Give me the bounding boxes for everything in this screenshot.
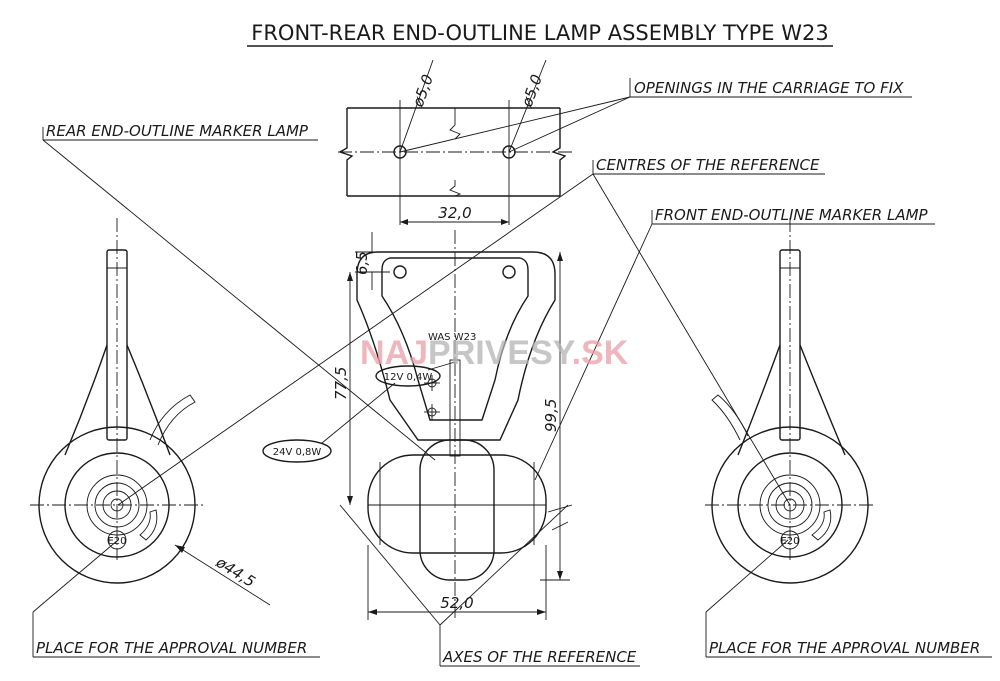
- bracket-marking: WAS W23: [428, 332, 476, 343]
- label-axes: AXES OF THE REFERENCE: [442, 648, 637, 666]
- dim-top-offset: 6,5: [353, 251, 371, 275]
- watermark-part2: PRIVESY: [428, 334, 576, 372]
- watermark-part1: NAJ: [360, 334, 428, 372]
- watermark: NAJPRIVESY.SK: [360, 334, 629, 372]
- dim-hole-spacing: 32,0: [438, 204, 471, 222]
- label-place-left: PLACE FOR THE APPROVAL NUMBER: [36, 639, 307, 657]
- dim-height-left: 77,5: [332, 367, 350, 400]
- callout-24v-text: 24V 0,8W: [273, 447, 322, 458]
- watermark-part3: .SK: [572, 334, 629, 372]
- callout-12v-text: 12V 0,4W: [384, 372, 433, 383]
- lamp-side-view-left: [30, 218, 271, 606]
- callout-24v: [262, 382, 396, 463]
- approval-mark-right: E20: [780, 536, 799, 547]
- drawing-title: FRONT-REAR END-OUTLINE LAMP ASSEMBLY TYP…: [251, 21, 828, 45]
- dim-diameter: ø44,5: [212, 553, 258, 591]
- label-front-lamp: FRONT END-OUTLINE MARKER LAMP: [655, 206, 929, 224]
- label-rear-lamp: REAR END-OUTLINE MARKER LAMP: [46, 122, 309, 140]
- central-dimensions: [347, 232, 570, 620]
- lamp-side-view-right: [705, 218, 875, 584]
- callout-12v: [375, 361, 456, 387]
- mounting-strip: [338, 59, 575, 225]
- approval-mark-left: E20: [107, 536, 126, 547]
- label-openings: OPENINGS IN THE CARRIAGE TO FIX: [634, 79, 904, 97]
- dim-height-right: 99,5: [542, 399, 560, 432]
- leader-lines: [32, 78, 992, 667]
- label-place-right: PLACE FOR THE APPROVAL NUMBER: [709, 639, 980, 657]
- label-centres: CENTRES OF THE REFERENCE: [596, 156, 820, 174]
- lamp-front-view: [356, 230, 573, 620]
- dim-hole-right: ø5,0: [518, 72, 547, 110]
- dim-width: 52,0: [440, 594, 473, 612]
- dim-hole-left: ø5,0: [409, 72, 438, 110]
